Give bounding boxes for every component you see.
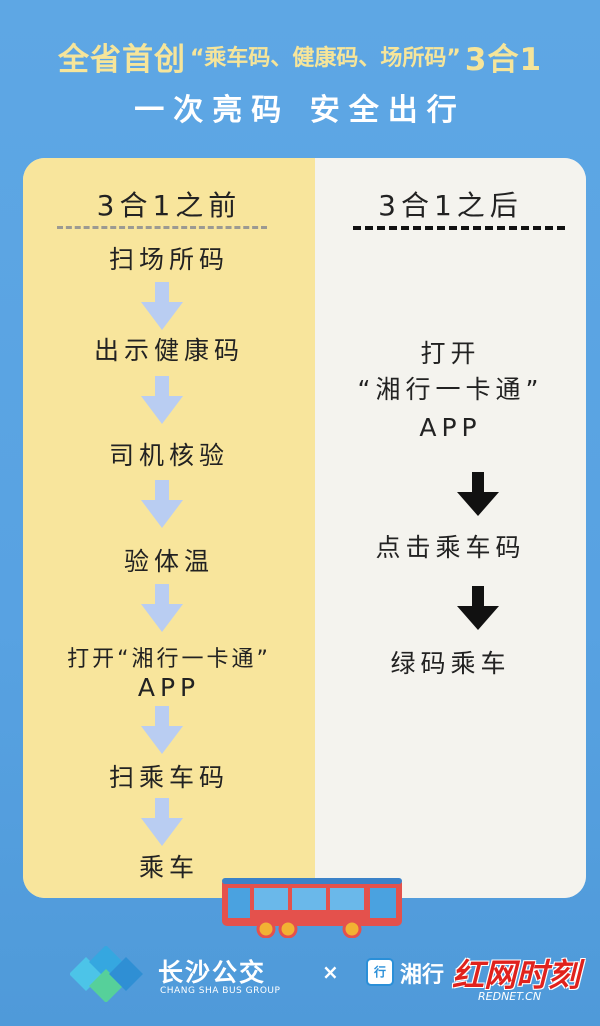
after-step-1: 打开 (420, 339, 481, 368)
page-title: 全省首创 “乘车码、健康码、场所码” 3合1 (0, 32, 600, 80)
watermark-url: REDNET.CN (478, 990, 542, 1003)
down-arrow-icon (141, 798, 183, 846)
after-step-2: 点击乘车码 (375, 533, 526, 562)
after-column: 3合1之后 打开 “湘行一卡通” APP 点击乘车码 绿码乘车 (315, 158, 586, 898)
footer: 长沙公交 CHANG SHA BUS GROUP × 行 湘行 红网时刻 RED… (0, 938, 600, 1026)
before-step-4: 验体温 (123, 547, 214, 576)
title-part-1: 全省首创 (57, 41, 186, 78)
title-part-3: 3合1 (464, 41, 543, 78)
bus-group-name-en: CHANG SHA BUS GROUP (160, 986, 281, 996)
after-step-1-app: APP (419, 413, 482, 442)
watermark-logo: 红网时刻 (452, 956, 581, 994)
before-step-7: 乘车 (138, 853, 199, 882)
after-step-1-app-name: “湘行一卡通” (357, 375, 544, 404)
down-arrow-icon (141, 706, 183, 754)
bus-group-logo-icon (70, 946, 143, 1002)
before-heading: 3合1之前 (96, 189, 242, 222)
cross-sign: × (322, 960, 339, 984)
down-arrow-icon (457, 472, 499, 516)
down-arrow-icon (141, 480, 183, 528)
down-arrow-icon (457, 586, 499, 630)
app-logo-icon: 行 (366, 958, 394, 986)
before-step-2: 出示健康码 (93, 336, 244, 365)
comparison-card: 3合1之前 扫场所码 出示健康码 司机核验 验体温 打开“湘行一卡通” APP … (23, 158, 586, 898)
before-step-5-app: APP (137, 673, 201, 702)
bus-group-name: 长沙公交 (158, 958, 267, 987)
before-column: 3合1之前 扫场所码 出示健康码 司机核验 验体温 打开“湘行一卡通” APP … (23, 158, 315, 898)
before-step-3: 司机核验 (108, 441, 229, 470)
down-arrow-icon (141, 376, 183, 424)
before-step-6: 扫乘车码 (108, 763, 229, 792)
before-divider (57, 226, 267, 229)
title-part-2: “乘车码、健康码、场所码” (189, 46, 461, 71)
page-subtitle: 一次亮码 安全出行 (134, 93, 466, 128)
down-arrow-icon (141, 584, 183, 632)
before-step-5: 打开“湘行一卡通” (67, 647, 271, 672)
after-heading: 3合1之后 (378, 189, 523, 222)
before-step-1: 扫场所码 (108, 245, 229, 274)
app-name: 湘行 (400, 963, 445, 988)
bus-icon (222, 878, 402, 938)
after-divider (353, 226, 565, 230)
after-step-3: 绿码乘车 (390, 649, 511, 678)
down-arrow-icon (141, 282, 183, 330)
